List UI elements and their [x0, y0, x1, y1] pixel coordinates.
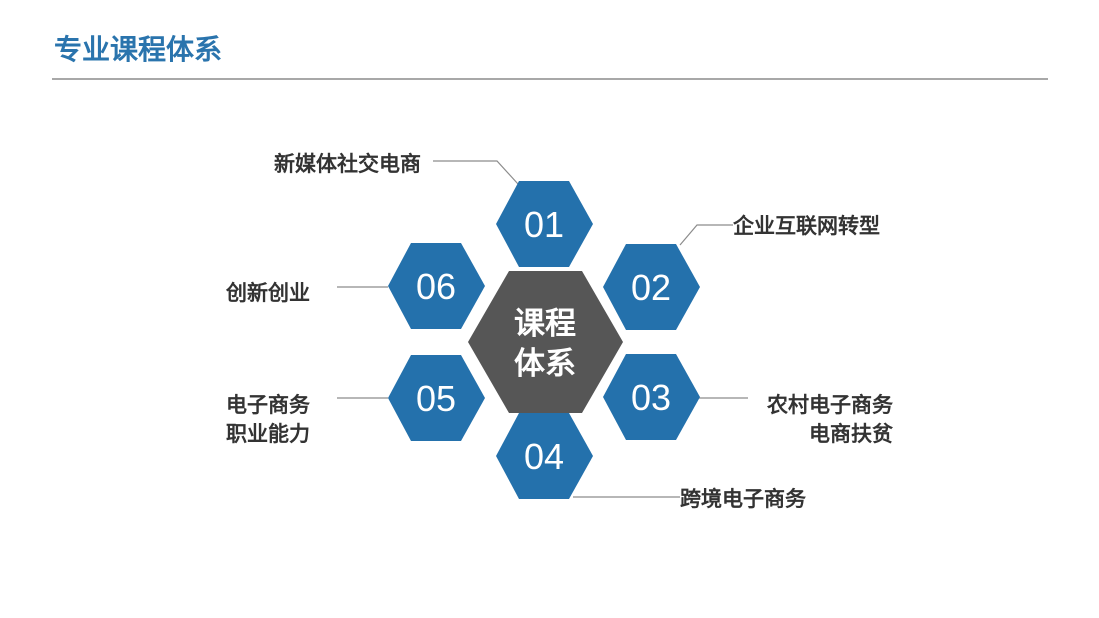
label-05-line1: 电子商务 — [226, 393, 311, 417]
hex-number-06: 06 — [416, 266, 456, 307]
hexagon-03 — [603, 354, 700, 440]
label-04: 跨境电子商务 — [680, 487, 807, 511]
hexagon-06 — [388, 243, 485, 329]
hex-number-05: 05 — [416, 378, 456, 419]
hex-number-04: 04 — [524, 436, 564, 477]
hexagon-05 — [388, 355, 485, 441]
label-03-line1: 农村电子商务 — [766, 393, 894, 417]
center-hexagon — [468, 271, 623, 413]
hexagon-04 — [496, 413, 593, 499]
hex-item-01: 01 — [496, 181, 593, 267]
leader-line-02 — [679, 224, 733, 246]
label-01: 新媒体社交电商 — [274, 152, 421, 176]
hexagon-01 — [496, 181, 593, 267]
hex-item-06: 06 — [388, 243, 485, 329]
hex-item-03: 03 — [603, 354, 700, 440]
hex-item-04: 04 — [496, 413, 593, 499]
label-02: 企业互联网转型 — [732, 214, 880, 238]
label-03-line2: 电商扶贫 — [809, 422, 894, 446]
hex-number-02: 02 — [631, 267, 671, 308]
hex-item-05: 05 — [388, 355, 485, 441]
leader-line-01 — [433, 160, 519, 185]
label-06: 创新创业 — [225, 281, 310, 305]
hex-item-02: 02 — [603, 244, 700, 330]
page-title: 专业课程体系 — [54, 33, 223, 66]
center-label-line2: 体系 — [514, 346, 576, 382]
label-05-line2: 职业能力 — [226, 422, 310, 446]
hex-number-01: 01 — [524, 204, 564, 245]
hex-number-03: 03 — [631, 377, 671, 418]
hexagon-02 — [603, 244, 700, 330]
center-label-line1: 课程 — [514, 306, 576, 342]
title-divider — [52, 78, 1048, 80]
